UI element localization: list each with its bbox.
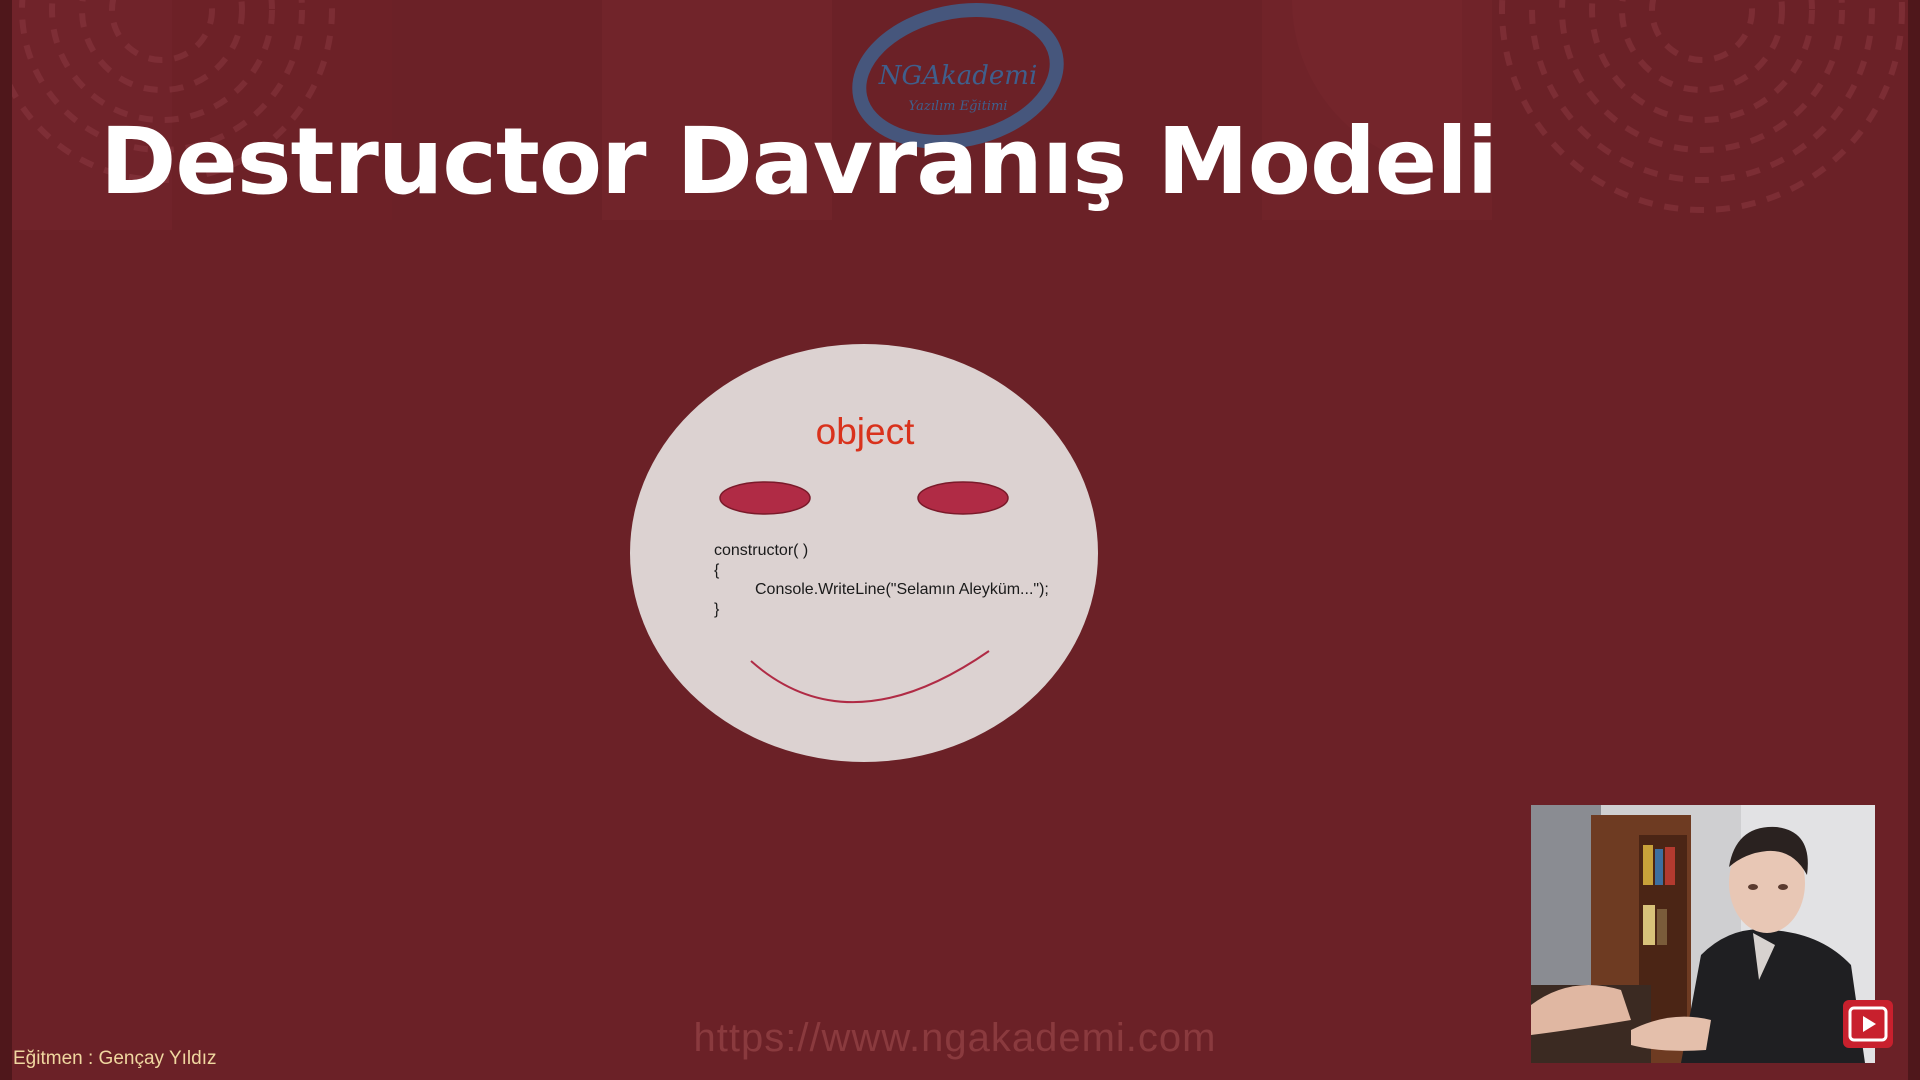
- website-watermark: https://www.ngakademi.com: [693, 1016, 1217, 1060]
- svg-text:Yazılım Eğitimi: Yazılım Eğitimi: [909, 99, 1008, 114]
- webcam-video: [1531, 805, 1875, 1063]
- left-border: [0, 0, 12, 1080]
- right-eye: [917, 481, 1009, 515]
- smile-line: [750, 650, 990, 704]
- background-pattern: [12, 0, 1905, 230]
- right-border: [1908, 0, 1920, 1080]
- svg-text:NGAkademi: NGAkademi: [878, 61, 1038, 91]
- constructor-code: constructor( ) { Console.WriteLine("Sela…: [714, 541, 1049, 619]
- code-line: }: [714, 600, 720, 618]
- instructor-caption: Eğitmen : Gençay Yıldız: [13, 1048, 217, 1069]
- code-line: constructor( ): [714, 542, 809, 559]
- code-line: Console.WriteLine("Selamın Aleyküm...");: [755, 581, 1049, 598]
- object-face-illustration: [630, 344, 1098, 762]
- webcam-overlay: [1531, 805, 1875, 1063]
- object-label: object: [815, 411, 915, 452]
- code-line: {: [714, 561, 720, 579]
- ngakademi-logo: NGAkademi Yazılım Eğitimi: [852, 3, 1064, 149]
- slide-title: Destructor Davranış Modeli: [100, 108, 1498, 215]
- left-eye: [719, 481, 811, 515]
- play-icon[interactable]: [1843, 1000, 1893, 1048]
